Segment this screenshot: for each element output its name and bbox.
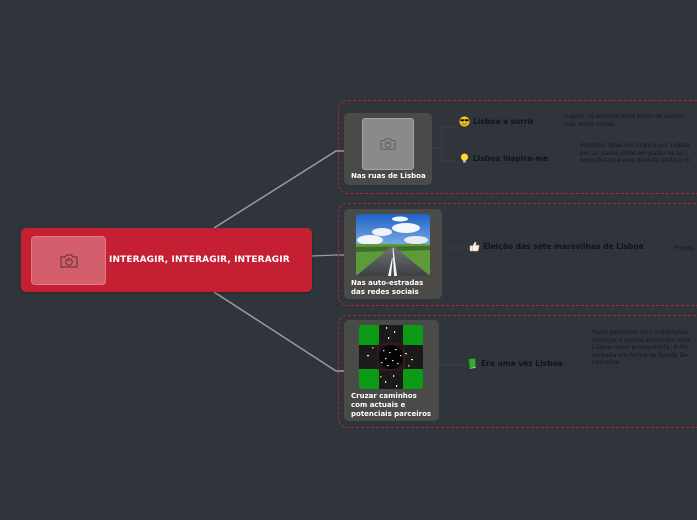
topic-note: Fazer parcerias com instituições criança… — [592, 329, 691, 367]
branch-image-placeholder[interactable] — [362, 118, 414, 170]
topic-label: Lisboa inspira-me — [473, 154, 549, 163]
central-topic[interactable]: INTERAGIR, INTERAGIR, INTERAGIR — [21, 228, 312, 292]
topic-eleicao-sete-maravilhas[interactable]: Eleição das sete maravilhas de Lisboa — [469, 241, 644, 252]
topic-lisboa-a-sorrir[interactable]: Lisboa a sorrir — [459, 116, 534, 127]
connector-central-branch-1 — [213, 150, 345, 229]
topic-note: Propos — [674, 245, 695, 252]
central-topic-title: INTERAGIR, INTERAGIR, INTERAGIR — [109, 255, 290, 265]
green-book-icon — [468, 358, 476, 369]
camera-icon — [380, 138, 396, 150]
branch-card-nas-ruas[interactable]: Nas ruas de Lisboa — [344, 113, 432, 185]
intersection-aerial-image[interactable] — [359, 325, 423, 389]
road-landscape-image-art — [356, 214, 430, 276]
branch-card-cruzar-caminhos[interactable]: Cruzar caminhos com actuais e potenciais… — [344, 320, 439, 421]
connector-central-branch-3 — [213, 291, 345, 372]
branch-label: Cruzar caminhos com actuais e potenciais… — [351, 392, 432, 418]
intersection-aerial-image-art — [359, 325, 423, 389]
topic-label: Era uma vez Lisboa — [481, 359, 563, 368]
lightbulb-icon — [460, 153, 469, 163]
thumbs-up-icon — [469, 241, 480, 252]
central-image-placeholder[interactable] — [31, 236, 106, 285]
road-landscape-image[interactable] — [356, 214, 430, 276]
branch-frame-2 — [338, 203, 697, 306]
branch-label: Nas ruas de Lisboa — [351, 172, 426, 180]
topic-lisboa-inspira-me[interactable]: Lisboa inspira-me — [459, 153, 548, 164]
sunglasses-smiley-icon — [459, 116, 470, 127]
branch-label: Nas auto-estradas das redes sociais — [351, 279, 424, 296]
branch-frame-1 — [338, 100, 697, 194]
topic-note: Captar os sorrisos mais belos de Lisboa … — [565, 113, 684, 128]
branch-card-nas-auto-estradas[interactable]: Nas auto-estradas das redes sociais — [344, 209, 442, 299]
camera-icon — [59, 253, 78, 268]
topic-label: Lisboa a sorrir — [473, 117, 534, 126]
topic-note: Espalhar telas em branco por Lisboa por … — [580, 142, 690, 165]
topic-era-uma-vez-lisboa[interactable]: Era uma vez Lisboa — [467, 358, 563, 369]
branch-frame-3 — [338, 315, 697, 428]
topic-label: Eleição das sete maravilhas de Lisboa — [483, 242, 644, 251]
